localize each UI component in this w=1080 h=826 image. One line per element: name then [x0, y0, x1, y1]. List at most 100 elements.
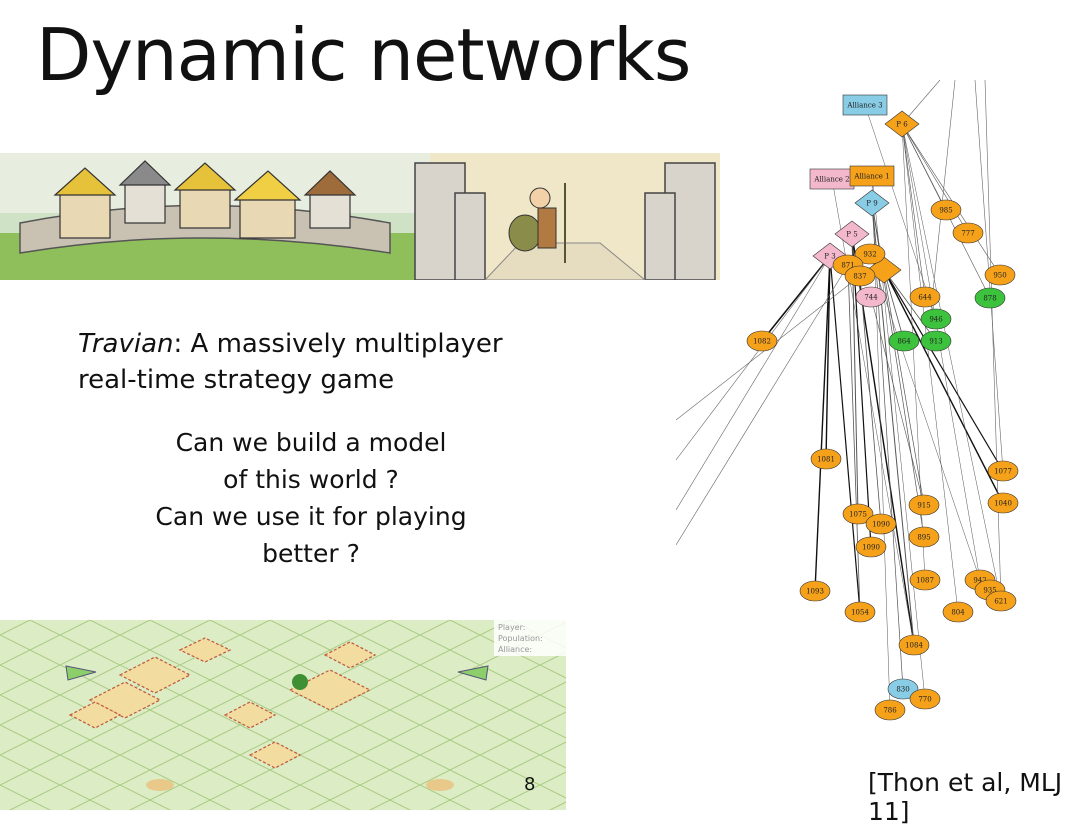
slide-title: Dynamic networks	[36, 13, 691, 97]
network-node-a2: Alliance 2	[809, 168, 855, 190]
node-label: 804	[951, 609, 965, 617]
network-node-n915: 915	[908, 494, 940, 516]
node-label: 871	[841, 262, 854, 270]
network-node-n932: 932	[854, 243, 886, 265]
network-node-n913: 913	[920, 330, 952, 352]
node-label: Alliance 3	[846, 102, 882, 110]
network-node-n895: 895	[908, 526, 940, 548]
node-shape	[909, 688, 941, 710]
map-label-population: Population:	[498, 634, 543, 643]
network-edge	[851, 233, 872, 548]
node-label: 1093	[806, 588, 824, 596]
network-edge	[901, 123, 926, 298]
node-label: 621	[994, 598, 1007, 606]
node-label: 786	[883, 707, 897, 715]
node-shape	[985, 590, 1017, 612]
node-label: 1081	[817, 456, 835, 464]
network-node-p9: P 9	[854, 189, 890, 217]
network-node-n985: 985	[930, 199, 962, 221]
node-label: P 5	[846, 231, 857, 239]
node-label: 1054	[851, 609, 869, 617]
node-label: 878	[983, 295, 996, 303]
citation: [Thon et al, MLJ 11]	[868, 768, 1063, 826]
network-node-n950: 950	[984, 264, 1016, 286]
node-shape	[909, 569, 941, 591]
node-label: P 6	[896, 121, 908, 129]
node-label: 644	[918, 294, 932, 302]
network-edge	[869, 253, 981, 581]
node-shape	[987, 460, 1019, 482]
node-label: 950	[993, 272, 1006, 280]
network-edges	[676, 80, 1004, 711]
network-node-n1093: 1093	[799, 580, 831, 602]
node-label: 985	[939, 207, 952, 215]
network-node-p6: P 6	[884, 110, 920, 138]
node-label: 946	[929, 316, 943, 324]
network-node-a1: Alliance 1	[849, 165, 895, 187]
node-shape	[920, 308, 952, 330]
network-node-n878: 878	[974, 287, 1006, 309]
network-node-n786: 786	[874, 699, 906, 721]
network-node-n770: 770	[909, 688, 941, 710]
node-label: 1090	[862, 544, 880, 552]
question-line: of this world ?	[223, 465, 399, 494]
node-shape	[874, 699, 906, 721]
subtitle: Travian: A massively multiplayer real-ti…	[78, 326, 503, 398]
network-edge	[676, 264, 849, 546]
network-edge	[761, 255, 831, 342]
node-shape	[834, 220, 870, 248]
node-shape	[942, 601, 974, 623]
network-edge	[883, 269, 905, 342]
node-shape	[908, 494, 940, 516]
network-edge	[814, 255, 831, 592]
network-edge	[829, 255, 861, 613]
node-label: 913	[929, 338, 942, 346]
network-edge	[901, 123, 981, 581]
node-label: 1087	[916, 577, 934, 585]
node-shape	[930, 199, 962, 221]
node-label: 1090	[872, 521, 890, 529]
network-node-n744: 744	[855, 286, 887, 308]
game-map-screenshot: Player: Population: Alliance:	[0, 620, 566, 810]
node-shape	[974, 287, 1006, 309]
network-node-n946: 946	[920, 308, 952, 330]
network-node-n1077: 1077	[987, 460, 1019, 482]
node-shape	[842, 503, 874, 525]
network-node-n644: 644	[909, 286, 941, 308]
node-label: 942	[973, 577, 986, 585]
network-node-n777: 777	[952, 222, 984, 244]
node-shape	[984, 264, 1016, 286]
page-number: 8	[524, 774, 536, 795]
question-line: Can we build a model	[175, 428, 447, 457]
subtitle-game-name: Travian	[78, 329, 174, 359]
map-label-alliance: Alliance:	[498, 645, 532, 654]
node-shape	[799, 580, 831, 602]
node-label: 1077	[994, 468, 1012, 476]
node-shape	[844, 265, 876, 287]
network-edge	[883, 269, 1004, 504]
node-label: 1084	[905, 642, 923, 650]
network-edge	[825, 255, 831, 460]
node-label: 932	[863, 251, 876, 259]
node-shape	[746, 330, 778, 352]
network-node-n621: 621	[985, 590, 1017, 612]
node-label: Alliance 2	[813, 176, 849, 184]
node-shape	[888, 330, 920, 352]
node-label: 915	[917, 502, 930, 510]
map-label-player: Player:	[498, 623, 525, 632]
travian-banner-illustration	[0, 153, 720, 280]
node-shape	[810, 448, 842, 470]
network-node-n1081: 1081	[810, 448, 842, 470]
node-label: Alliance 1	[853, 173, 889, 181]
node-label: P 9	[866, 200, 877, 208]
node-label: 837	[853, 273, 866, 281]
network-edge	[859, 275, 882, 525]
node-shape	[920, 330, 952, 352]
node-shape	[908, 526, 940, 548]
node-shape	[854, 189, 890, 217]
node-shape	[855, 286, 887, 308]
network-node-p5: P 5	[834, 220, 870, 248]
network-edge	[901, 123, 959, 613]
